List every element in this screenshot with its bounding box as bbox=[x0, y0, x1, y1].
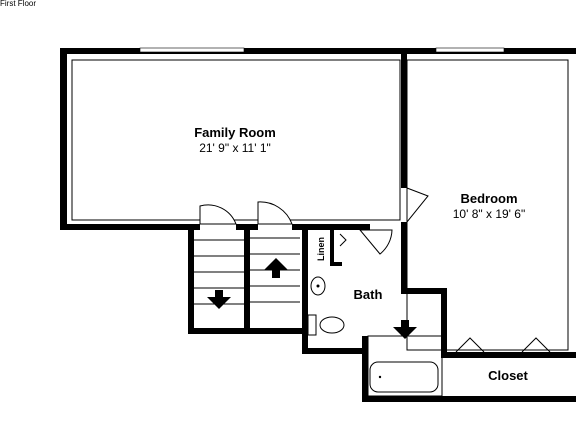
stair-door-left bbox=[199, 204, 237, 225]
sink-drain-icon bbox=[316, 284, 320, 288]
stairs bbox=[188, 224, 304, 334]
bath-door bbox=[358, 229, 393, 255]
bathtub-icon bbox=[369, 361, 439, 393]
closet-door-left bbox=[455, 337, 485, 353]
bath-right-wall bbox=[441, 288, 447, 354]
bath-name: Bath bbox=[354, 287, 383, 302]
family-room-name: Family Room bbox=[194, 125, 276, 140]
lower-bottom-wall bbox=[362, 396, 576, 402]
stairs-left-wall bbox=[188, 224, 194, 334]
family-room: Family Room 21' 9" x 11' 1" bbox=[60, 47, 407, 230]
bedroom-inner-line bbox=[406, 59, 569, 351]
bedroom-dims: 10' 8" x 19' 6" bbox=[453, 207, 525, 221]
bath: Linen Bath bbox=[302, 224, 576, 402]
closet-top-wall bbox=[441, 352, 576, 358]
closet: Closet bbox=[441, 337, 576, 383]
sunken-step-arrow-icon bbox=[393, 320, 417, 339]
floor-label: First Floor bbox=[0, 0, 36, 8]
family-room-dims: 21' 9" x 11' 1" bbox=[199, 141, 271, 155]
bath-right-step-wall bbox=[401, 288, 447, 294]
bedroom-window bbox=[435, 47, 505, 53]
tub-left-wall bbox=[362, 336, 368, 402]
bedroom-door bbox=[406, 187, 429, 224]
stairs-bottom-wall-right bbox=[244, 328, 304, 334]
linen-door-swing bbox=[339, 233, 347, 247]
stairs-up-arrow-icon bbox=[264, 258, 288, 278]
family-room-bottom-wall-left bbox=[60, 224, 200, 230]
stairs-mid-wall bbox=[244, 224, 250, 334]
linen-partition-wall bbox=[330, 230, 334, 264]
divider-wall-lower bbox=[401, 222, 407, 294]
family-room-window bbox=[139, 47, 245, 53]
bath-bottom-wall bbox=[302, 348, 368, 354]
toilet-bowl-icon bbox=[319, 316, 345, 334]
family-room-left-wall bbox=[60, 48, 67, 230]
stairs-bottom-wall-left bbox=[188, 328, 252, 334]
divider-wall-upper bbox=[401, 48, 407, 188]
family-room-inner-line bbox=[71, 59, 401, 221]
stairs-down-arrow-icon bbox=[207, 290, 231, 309]
bedroom: Bedroom 10' 8" x 19' 6" bbox=[401, 47, 576, 351]
bath-left-wall bbox=[302, 224, 308, 354]
toilet-tank-icon bbox=[307, 314, 317, 336]
family-room-bottom-wall-right bbox=[292, 224, 370, 230]
bedroom-name: Bedroom bbox=[460, 191, 517, 206]
closet-door-right bbox=[521, 337, 551, 353]
linen-partition-foot bbox=[330, 262, 342, 266]
stair-door-right bbox=[257, 201, 293, 225]
linen-label: Linen bbox=[316, 237, 326, 261]
closet-name: Closet bbox=[488, 368, 528, 383]
tub-drain-icon bbox=[378, 375, 382, 379]
